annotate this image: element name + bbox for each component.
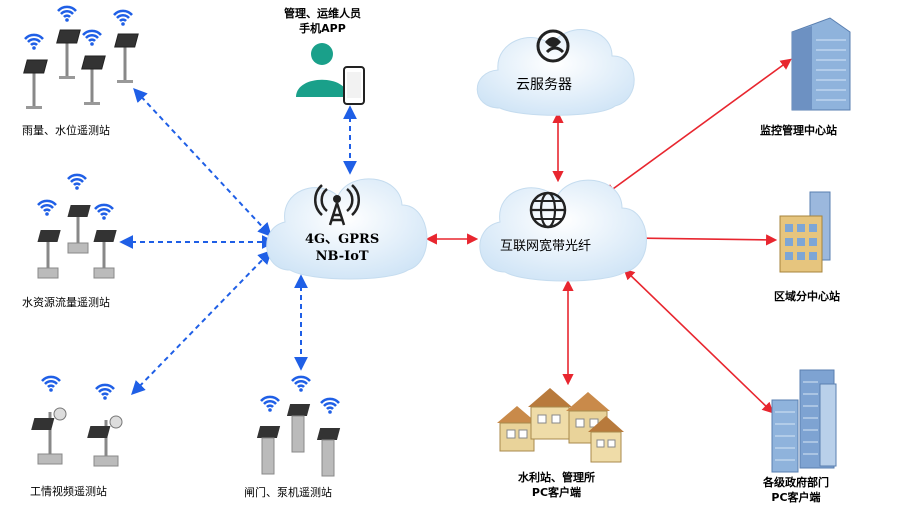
network-cloud-label: 4G、GPRS NB-IoT bbox=[305, 232, 380, 264]
water-flow-station-label: 水资源流量遥测站 bbox=[22, 296, 110, 309]
link-internet-gov bbox=[623, 268, 774, 414]
internet-cloud bbox=[479, 179, 647, 282]
globe-icon bbox=[529, 191, 567, 229]
link-rain-network bbox=[133, 87, 272, 238]
rain-station-icon bbox=[23, 5, 139, 110]
water-office-pc-label: 水利站、管理所 PC客户端 bbox=[518, 471, 595, 499]
regional-center-label: 区域分中心站 bbox=[774, 290, 840, 303]
link-video-network bbox=[131, 249, 272, 396]
cloud-server-cloud bbox=[476, 29, 635, 116]
water-office-houses-icon bbox=[497, 388, 624, 463]
mobile-user-icon bbox=[296, 43, 365, 105]
mobile-app-label: 管理、运维人员 手机APP bbox=[284, 7, 361, 35]
internet-cloud-label: 互联网宽带光纤 bbox=[500, 239, 592, 254]
video-station-label: 工情视频遥测站 bbox=[30, 485, 107, 498]
regional-center-building-icon bbox=[779, 191, 831, 273]
cloud-service-icon bbox=[536, 29, 570, 63]
water-flow-station-icon bbox=[36, 173, 117, 279]
gate-station-icon bbox=[256, 375, 341, 477]
link-internet-monitor bbox=[604, 58, 792, 196]
gov-buildings-icon bbox=[771, 369, 837, 473]
monitor-center-label: 监控管理中心站 bbox=[760, 124, 837, 137]
rain-station-label: 雨量、水位遥测站 bbox=[22, 124, 110, 137]
gov-pc-label: 各级政府部门 PC客户端 bbox=[763, 476, 829, 504]
video-station-icon bbox=[31, 375, 123, 467]
gate-station-label: 闸门、泵机遥测站 bbox=[244, 486, 332, 499]
cloud-server-label: 云服务器 bbox=[516, 77, 572, 93]
link-internet-regional bbox=[631, 232, 778, 246]
network-cloud bbox=[266, 178, 428, 280]
monitor-center-building-icon bbox=[791, 17, 851, 111]
